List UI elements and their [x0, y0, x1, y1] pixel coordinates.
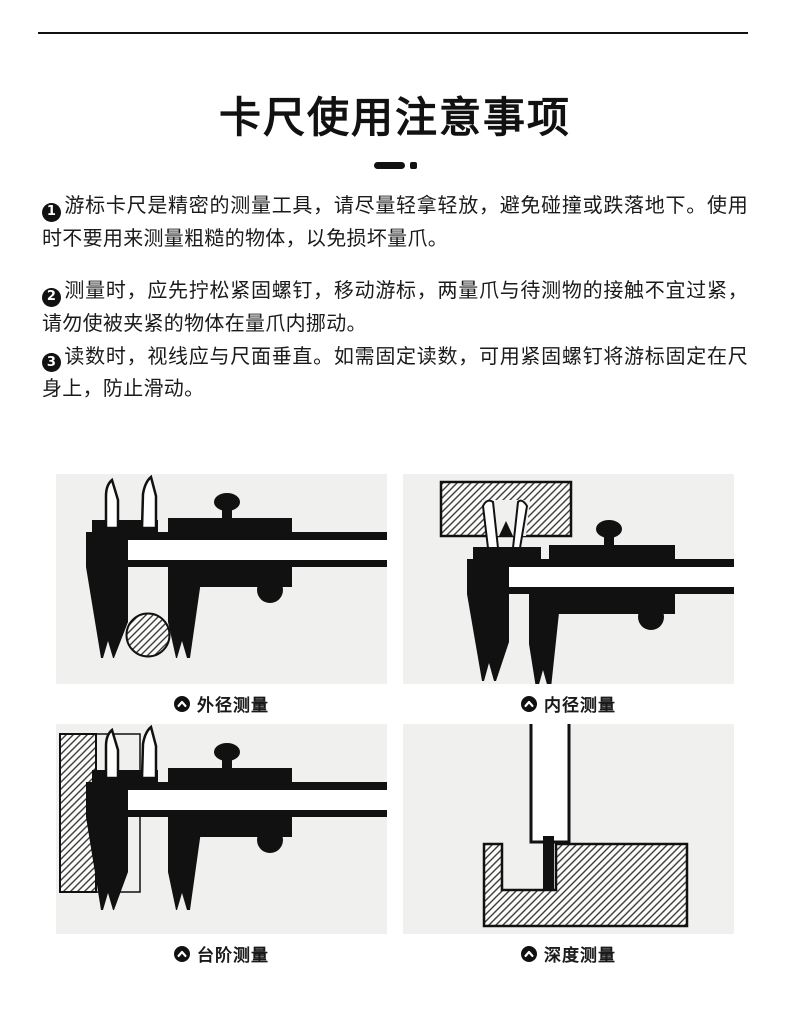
figure-depth: 深度测量	[403, 723, 734, 974]
caliper-illustration	[86, 724, 387, 910]
ornament-dot	[409, 162, 417, 169]
caliper-illustration	[529, 723, 571, 889]
thumb-screw-icon	[214, 742, 240, 761]
depth-rod	[543, 835, 554, 889]
workpiece-round-bar	[125, 612, 171, 658]
caliper-beam-end	[529, 723, 571, 844]
caption-label: 内径测量	[544, 696, 616, 717]
thumb-roller	[257, 826, 283, 853]
note-text-1: 游标卡尺是精密的测量工具，请尽量轻拿轻放，避免碰撞或跌落地下。使用时不要用来测量…	[42, 193, 748, 250]
chevron-up-icon	[174, 945, 190, 962]
inner-diameter-diagram	[403, 473, 734, 684]
page-title: 卡尺使用注意事项	[218, 93, 571, 142]
caption-label: 外径测量	[197, 696, 269, 717]
figure-step: 台阶测量	[56, 723, 387, 974]
note-text-3: 读数时，视线应与尺面垂直。如需固定读数，可用紧固螺钉将游标固定在尺身上，防止滑动…	[42, 343, 748, 401]
figure-inner-diameter: 内径测量	[403, 473, 734, 724]
ornament-bar	[373, 162, 405, 169]
circled-number-3: 3	[42, 353, 61, 373]
top-divider-rule	[38, 32, 748, 34]
caption-label: 深度测量	[544, 946, 616, 967]
caption-step: 台阶测量	[56, 934, 387, 974]
chevron-up-icon	[521, 695, 537, 712]
caption-depth: 深度测量	[403, 934, 734, 974]
thumb-roller	[257, 576, 283, 603]
caliper-illustration	[86, 474, 387, 658]
measurement-figures-grid: 外径测量	[56, 473, 734, 974]
caption-inner-diameter: 内径测量	[403, 684, 734, 724]
title-underline-ornament	[0, 162, 790, 169]
outer-diameter-diagram	[56, 473, 387, 684]
thumb-screw-icon	[596, 519, 622, 538]
chevron-up-icon	[521, 945, 537, 962]
circled-number-1: 1	[42, 202, 61, 222]
caption-label: 台阶测量	[197, 946, 269, 967]
note-text-2: 测量时，应先拧松紧固螺钉，移动游标，两量爪与待测物的接触不宜过紧，请勿使被夹紧的…	[42, 278, 748, 335]
chevron-up-icon	[174, 695, 190, 712]
figure-outer-diameter: 外径测量	[56, 473, 387, 724]
depth-diagram	[403, 723, 734, 934]
caliper-illustration	[467, 499, 734, 684]
thumb-roller	[638, 603, 664, 630]
workpiece-block	[59, 732, 97, 893]
caption-outer-diameter: 外径测量	[56, 684, 387, 724]
thumb-screw-icon	[214, 492, 240, 511]
step-diagram	[56, 723, 387, 934]
workpiece-slotted-block	[482, 842, 689, 927]
circled-number-2: 2	[42, 288, 61, 307]
